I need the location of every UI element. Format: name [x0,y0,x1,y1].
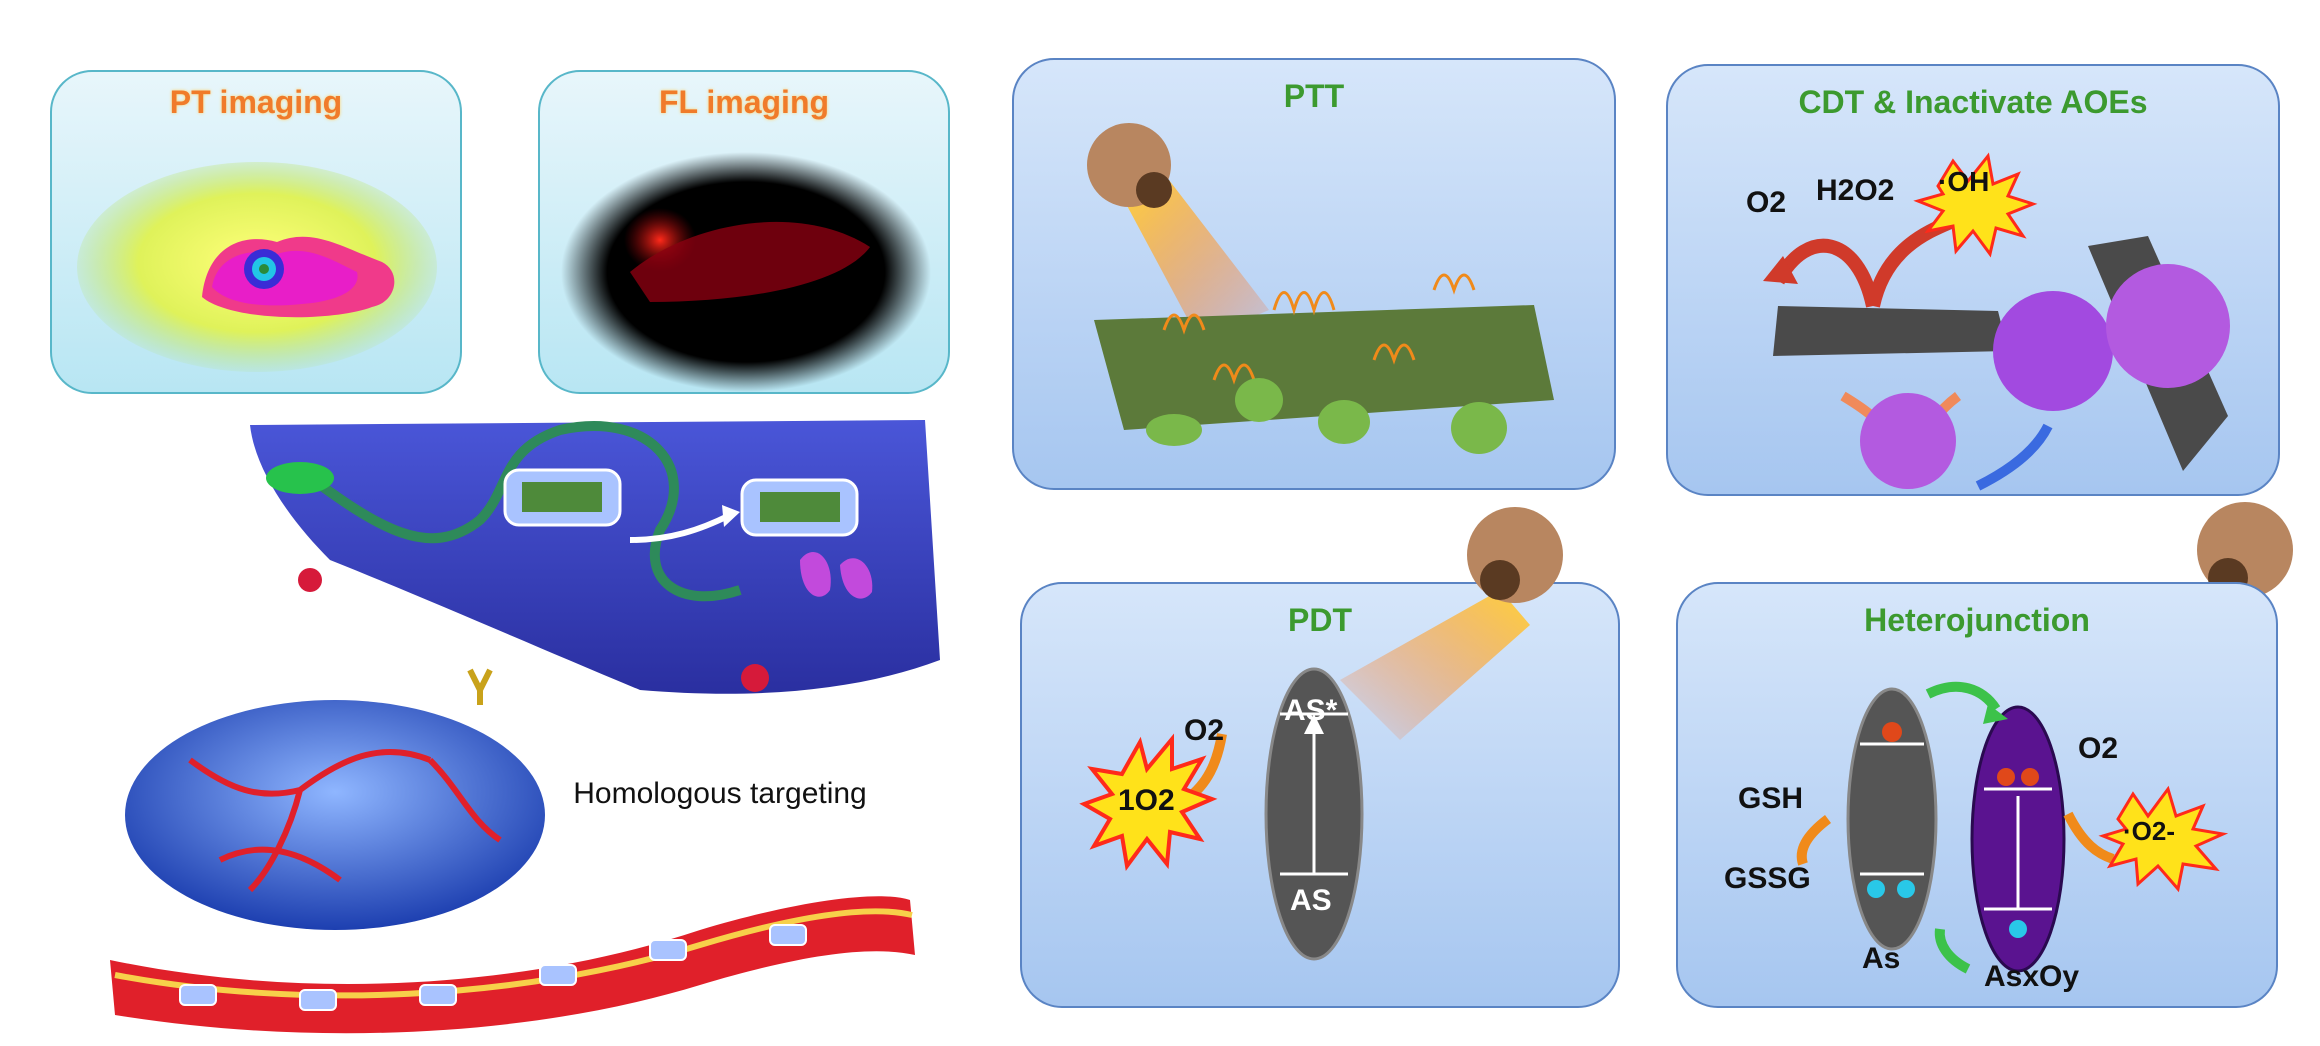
pdt-o2-label: O2 [1184,714,1225,747]
pdt-panel: PDT O2 1O2 AS* AS [1020,582,1620,1008]
hetero-gssg-label: GSSG [1724,862,1811,895]
cdt-title: CDT & Inactivate AOEs [1798,84,2148,120]
inactivated-enzyme [1993,291,2113,411]
laser-beam [1124,180,1269,340]
inactivation-arrow [1975,423,2053,491]
hetero-gsh-label: GSH [1738,782,1804,815]
nanosheet [1773,306,2008,356]
electron-transfer-arrow [1925,681,2001,712]
hetero-as-label: As [1862,942,1901,975]
pdt-1o2-label: 1O2 [1118,784,1175,817]
pt-imaging-panel: PT imaging [50,70,462,394]
hole-transfer-arrow [1934,928,1971,974]
debris-fragments [1146,378,1507,454]
homologous-targeting-label: Homologous targeting [573,777,867,810]
pdt-as-ground-label: AS [1290,884,1332,917]
blood-vessel-branches [188,749,502,893]
pt-thermal-image [77,162,437,372]
uptake-arrow [629,512,732,543]
pdt-as-excited-label: AS* [1284,694,1338,727]
heterojunction-illustration [1796,681,2229,974]
cell-uptake-illustration [110,420,940,1034]
nanosheet [1094,305,1554,430]
cdt-o2-label: O2 [1746,186,1787,219]
blood-vessel [110,896,915,1034]
green-receptor [266,462,334,494]
circulating-nanosheets [179,924,807,1011]
pt-imaging-title: PT imaging [169,84,343,120]
ptt-panel: PTT [1012,58,1616,490]
heat-flames-icon [1162,273,1476,385]
purple-receptor [800,551,831,597]
pdt-illustration [1079,667,1364,961]
superoxide-burst [2098,785,2229,893]
hydroxyl-radical-burst [1913,152,2038,258]
cdt-panel: CDT & Inactivate AOEs O2 H2O2 ·OH [1666,64,2280,496]
cdt-h2o2-label: H2O2 [1816,174,1895,207]
fl-imaging-panel: FL imaging [538,70,950,394]
fl-imaging-title: FL imaging [658,84,830,120]
cdt-oh-label: ·OH [1938,166,1990,197]
singlet-oxygen-burst [1079,733,1218,871]
cell-membrane [250,420,940,694]
heterojunction-title: Heterojunction [1864,602,2090,638]
ptt-illustration [1087,123,1554,454]
reaction-arrow [1771,238,1880,308]
hetero-superoxide-label: ·O2- [2123,816,2175,846]
cdt-illustration [1763,152,2230,491]
enzyme-particle [1860,393,1956,489]
ptt-title: PTT [1283,78,1345,114]
tumor-mass [125,700,545,930]
heterojunction-panel: Heterojunction GSH GSSG As AsxOy O2 ·O2- [1676,582,2278,1008]
hetero-o2-label: O2 [2078,732,2119,765]
hetero-asxoy-label: AsxOy [1984,960,2080,993]
fl-fluorescence-image [561,152,931,392]
